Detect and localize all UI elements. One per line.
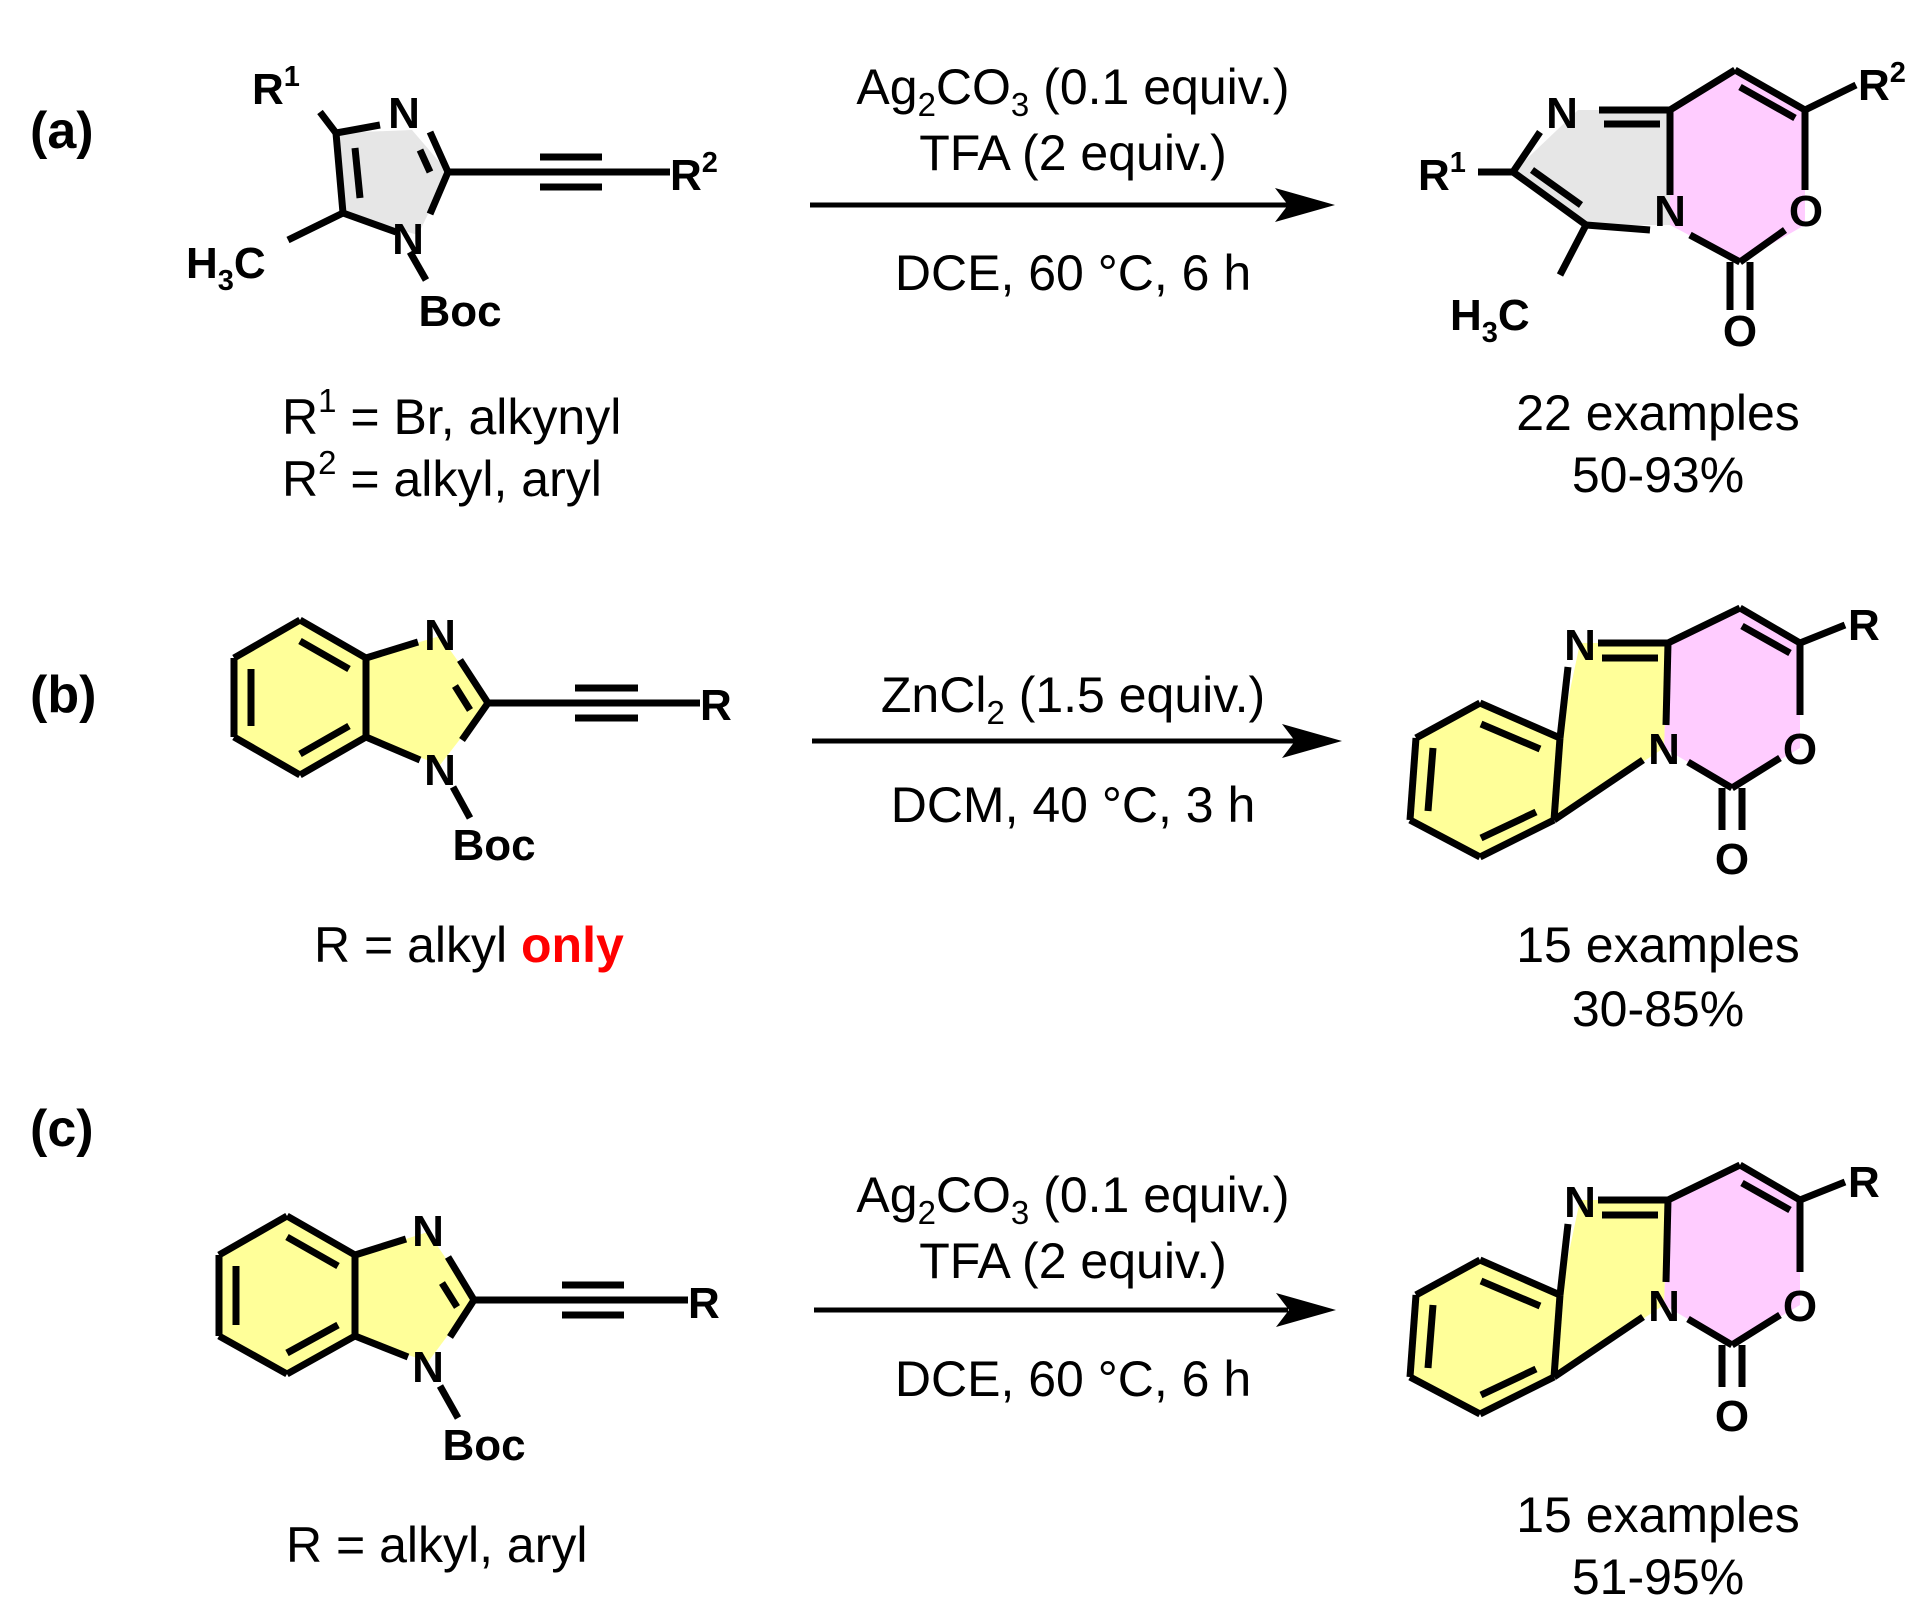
substrate-a-note-line-2: R2 = alkyl, aryl: [282, 444, 602, 507]
atom-N: N: [412, 1343, 444, 1392]
substrate-b-structure: N N Boc R: [230, 611, 732, 870]
atom-O: O: [1789, 187, 1823, 236]
conditions-c-reagent-2: TFA (2 equiv.): [919, 1233, 1227, 1289]
substituent-R-label: R: [700, 681, 732, 730]
conditions-a-solvent-temp-time: DCE, 60 °C, 6 h: [895, 245, 1251, 301]
substrate-a-structure: N N Boc R1 R2 H3C: [186, 61, 718, 336]
methyl-group-label: H3C: [1450, 291, 1530, 349]
oxazinone-ring-fill: [1670, 70, 1805, 262]
atom-N: N: [388, 89, 420, 138]
oxazinone-ring-fill: [1664, 608, 1800, 788]
substituent-R1-label: R1: [252, 61, 300, 114]
imidazole-ring-fill: [1554, 643, 1668, 820]
product-b-yield-range: 30-85%: [1572, 981, 1744, 1037]
panel-c: (c) N N Boc: [30, 1100, 1880, 1605]
methyl-group-label: H3C: [186, 239, 266, 297]
panel-a-label: (a): [30, 102, 94, 160]
product-c-structure: N N O O R: [1406, 1158, 1880, 1441]
atom-N: N: [392, 215, 424, 264]
atom-N: N: [1546, 89, 1578, 138]
imidazole-ring-fill: [355, 1232, 474, 1362]
imidazole-ring-fill: [366, 636, 488, 765]
substituent-R-label: R: [1848, 1158, 1880, 1207]
conditions-a-reagent-2: TFA (2 equiv.): [919, 125, 1227, 181]
reaction-arrow-b: [812, 724, 1342, 758]
atom-N: N: [1648, 725, 1680, 774]
panel-b-label: (b): [30, 666, 96, 724]
oxazinone-ring-fill: [1664, 1165, 1800, 1345]
substituent-R-label: R: [1848, 601, 1880, 650]
reaction-arrow-a: [810, 188, 1335, 222]
atom-O: O: [1723, 307, 1757, 356]
atom-O: O: [1715, 835, 1749, 884]
atom-N: N: [424, 611, 456, 660]
product-b-structure: N N O O R: [1406, 601, 1880, 884]
substituent-R2-label: R2: [670, 147, 718, 200]
atom-N: N: [1654, 187, 1686, 236]
substituent-R1-label: R1: [1418, 147, 1466, 200]
conditions-c-reagent-1: Ag2CO3 (0.1 equiv.): [856, 1167, 1289, 1231]
atom-N: N: [412, 1207, 444, 1256]
conditions-a-reagent-1: Ag2CO3 (0.1 equiv.): [856, 59, 1289, 123]
atom-O: O: [1783, 1282, 1817, 1331]
panel-b: (b) N N Boc: [30, 601, 1880, 1037]
product-a-structure: N N O O R1 R2 H3C: [1418, 57, 1906, 356]
conditions-b-solvent-temp-time: DCM, 40 °C, 3 h: [891, 777, 1256, 833]
substrate-b-note: R = alkyl only: [314, 917, 624, 973]
boc-group-label: Boc: [452, 821, 535, 870]
atom-N: N: [1564, 1178, 1596, 1227]
substituent-R-label: R: [688, 1279, 720, 1328]
panel-a: (a) N N Boc R1 R2 H3C R1 = Br,: [30, 57, 1906, 507]
product-b-example-count: 15 examples: [1516, 917, 1800, 973]
imidazole-ring-fill: [1554, 1200, 1668, 1377]
substrate-c-structure: N N Boc R: [215, 1207, 720, 1470]
atom-N: N: [1564, 621, 1596, 670]
product-a-example-count: 22 examples: [1516, 385, 1800, 441]
substrate-c-note: R = alkyl, aryl: [286, 1517, 587, 1573]
substituent-R2-label: R2: [1858, 57, 1906, 110]
conditions-b-reagent-1: ZnCl2 (1.5 equiv.): [881, 667, 1265, 731]
atom-N: N: [424, 746, 456, 795]
product-c-yield-range: 51-95%: [1572, 1549, 1744, 1605]
atom-O: O: [1783, 725, 1817, 774]
product-a-yield-range: 50-93%: [1572, 447, 1744, 503]
product-c-example-count: 15 examples: [1516, 1487, 1800, 1543]
atom-N: N: [1648, 1282, 1680, 1331]
boc-group-label: Boc: [442, 1421, 525, 1470]
panel-c-label: (c): [30, 1100, 94, 1158]
reaction-arrow-c: [814, 1293, 1336, 1327]
only-emphasis: only: [521, 917, 624, 973]
atom-O: O: [1715, 1392, 1749, 1441]
conditions-c-solvent-temp-time: DCE, 60 °C, 6 h: [895, 1351, 1251, 1407]
substrate-a-note-line-1: R1 = Br, alkynyl: [282, 382, 621, 445]
boc-group-label: Boc: [418, 287, 501, 336]
